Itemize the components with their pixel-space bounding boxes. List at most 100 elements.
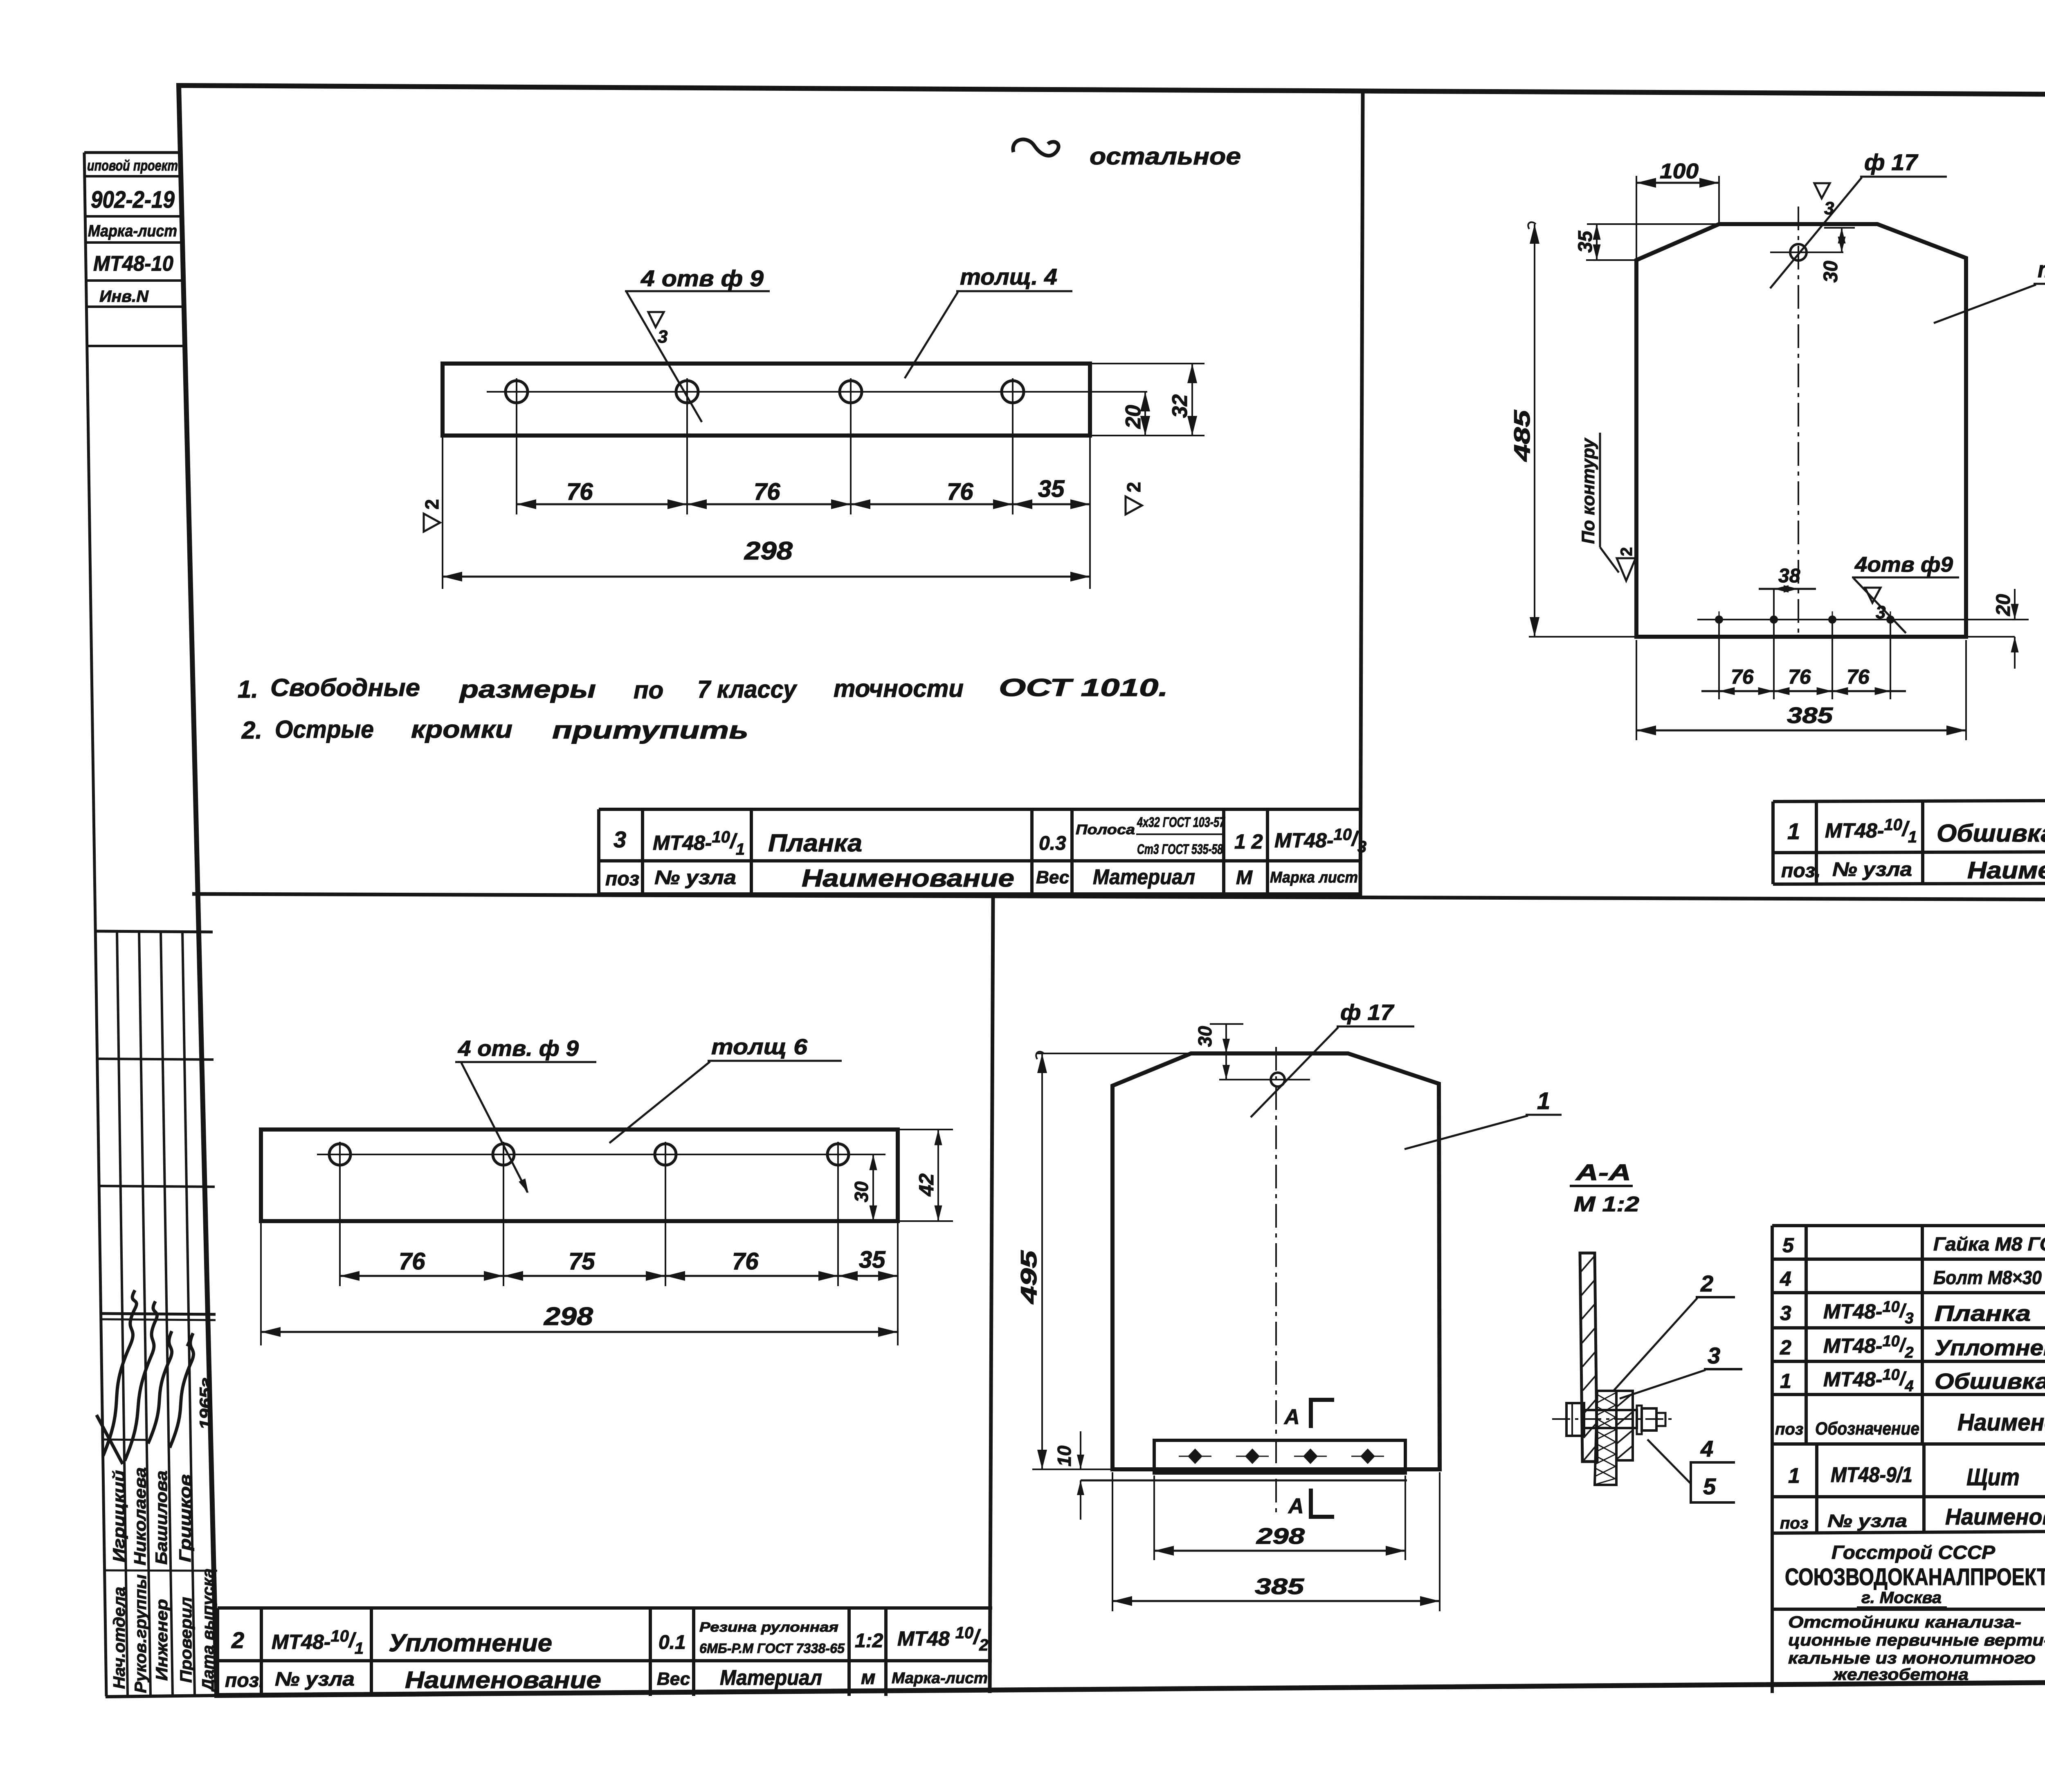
svg-text:76: 76	[566, 478, 593, 505]
svg-text:Уплотнение: Уплотнение	[1935, 1336, 2045, 1360]
svg-text:Планка: Планка	[1935, 1301, 2031, 1326]
svg-text:3: 3	[658, 327, 667, 347]
svg-text:Марка-лист: Марка-лист	[88, 222, 177, 240]
svg-text:МТ48-10/2: МТ48-10/2	[1823, 1333, 1914, 1361]
svg-text:М 1:2: М 1:2	[1574, 1192, 1639, 1216]
svg-text:Наименование: Наименование	[405, 1667, 601, 1693]
svg-text:ОСТ 1010.: ОСТ 1010.	[999, 674, 1168, 701]
svg-text:385: 385	[1255, 1574, 1305, 1599]
svg-text:СОЮЗВОДОКАНАЛПРОЕКТ: СОЮЗВОДОКАНАЛПРОЕКТ	[1785, 1564, 2045, 1590]
svg-text:Материал: Материал	[1093, 865, 1195, 889]
svg-text:Вес: Вес	[657, 1669, 690, 1689]
svg-text:Наименование: Наименование	[802, 865, 1014, 892]
svg-text:4х32 ГОСТ 103-57: 4х32 ГОСТ 103-57	[1137, 815, 1225, 830]
svg-text:Резина рулонная: Резина рулонная	[699, 1619, 838, 1635]
svg-text:Игрицкий: Игрицкий	[110, 1470, 128, 1562]
svg-text:2: 2	[1780, 1336, 1791, 1359]
svg-text:5: 5	[1782, 1234, 1794, 1257]
svg-text:1 2: 1 2	[1234, 830, 1263, 853]
svg-text:Гайка М8 ГОСТ 5915-62: Гайка М8 ГОСТ 5915-62	[1933, 1233, 2045, 1255]
svg-text:поз: поз	[605, 868, 639, 890]
svg-text:кальные из монолитного: кальные из монолитного	[1788, 1649, 2036, 1667]
svg-text:поз.: поз.	[1781, 860, 1820, 882]
svg-text:4 отв. ф 9: 4 отв. ф 9	[458, 1036, 579, 1061]
svg-text:Уплотнение: Уплотнение	[389, 1629, 552, 1657]
svg-text:Николаева: Николаева	[131, 1467, 149, 1565]
svg-text:По контуру: По контуру	[1578, 437, 1598, 544]
svg-text:поз: поз	[1780, 1514, 1808, 1532]
svg-text:Наименование: Наименование	[1957, 1409, 2045, 1436]
svg-text:2: 2	[231, 1627, 244, 1653]
svg-text:7 классу: 7 классу	[697, 676, 798, 703]
svg-text:по: по	[634, 676, 663, 704]
svg-text:Обшивка: Обшивка	[1937, 820, 2045, 847]
svg-text:А: А	[1288, 1494, 1304, 1518]
svg-text:2: 2	[1123, 482, 1144, 492]
svg-text:42: 42	[915, 1173, 938, 1197]
svg-text:35: 35	[1575, 230, 1596, 253]
svg-text:Инженер: Инженер	[153, 1599, 171, 1681]
svg-text:Обшивка: Обшивка	[1935, 1369, 2045, 1394]
svg-text:Наименование: Наименование	[1945, 1504, 2045, 1529]
svg-text:Планка: Планка	[768, 829, 862, 857]
svg-text:№ узла: № узла	[654, 867, 736, 889]
svg-text:4 отв ф 9: 4 отв ф 9	[640, 265, 764, 291]
svg-text:Острые: Острые	[275, 716, 374, 743]
svg-text:2: 2	[1618, 547, 1636, 556]
svg-text:1:2: 1:2	[855, 1630, 883, 1652]
svg-text:902-2-19: 902-2-19	[91, 186, 175, 213]
svg-text:1: 1	[1537, 1088, 1550, 1114]
svg-text:железобетона: железобетона	[1833, 1666, 1969, 1684]
svg-text:кромки: кромки	[411, 716, 512, 743]
svg-text:Болт М8×30 ГОСТ 7758-62: Болт М8×30 ГОСТ 7758-62	[1933, 1267, 2045, 1288]
svg-text:точности: точности	[834, 675, 964, 702]
svg-text:20: 20	[1993, 594, 2014, 616]
svg-text:76: 76	[947, 478, 973, 505]
svg-text:20: 20	[1121, 405, 1145, 429]
svg-text:М: М	[1236, 867, 1253, 889]
svg-text:толщ 6: толщ 6	[711, 1035, 808, 1059]
svg-text:№ узла: № узла	[1827, 1511, 1907, 1531]
svg-text:Наименование: Наименование	[1967, 857, 2045, 884]
svg-text:5: 5	[1703, 1473, 1716, 1499]
svg-text:притупить: притупить	[552, 716, 748, 744]
svg-text:76: 76	[1788, 665, 1811, 688]
svg-text:485: 485	[1509, 409, 1535, 462]
svg-text:А: А	[1283, 1405, 1300, 1429]
svg-text:3: 3	[614, 826, 626, 852]
svg-text:38: 38	[1778, 565, 1800, 587]
svg-text:76: 76	[754, 478, 780, 505]
svg-text:МТ48-9/1: МТ48-9/1	[1831, 1463, 1912, 1487]
svg-text:35: 35	[1038, 476, 1065, 502]
svg-text:Нач.отдела: Нач.отдела	[110, 1587, 128, 1689]
svg-text:Полоса: Полоса	[1076, 822, 1135, 838]
svg-text:1: 1	[1787, 818, 1800, 844]
svg-text:3: 3	[1780, 1302, 1791, 1325]
svg-text:298: 298	[744, 537, 793, 565]
svg-text:поз: поз	[1775, 1420, 1803, 1438]
svg-text:76: 76	[399, 1248, 425, 1275]
svg-text:Обозначение: Обозначение	[1815, 1419, 1919, 1439]
svg-text:м: м	[861, 1667, 876, 1689]
svg-text:495: 495	[1016, 1250, 1041, 1304]
svg-text:Гришков: Гришков	[176, 1474, 194, 1562]
svg-text:385: 385	[1787, 703, 1834, 728]
svg-text:Руков.группы: Руков.группы	[132, 1574, 150, 1693]
svg-text:1: 1	[1780, 1370, 1791, 1392]
svg-text:г. Москва: г. Москва	[1861, 1589, 1942, 1607]
svg-text:размеры: размеры	[458, 676, 596, 703]
svg-text:6МБ-Р.М ГОСТ 7338-65: 6МБ-Р.М ГОСТ 7338-65	[699, 1641, 845, 1656]
svg-text:Вес: Вес	[1036, 867, 1069, 887]
svg-text:30: 30	[851, 1181, 872, 1202]
svg-text:МТ48-10: МТ48-10	[93, 252, 173, 276]
svg-text:298: 298	[1256, 1523, 1305, 1549]
svg-text:№ узла: № узла	[275, 1668, 355, 1690]
svg-text:Дата выпуска: Дата выпуска	[199, 1568, 217, 1692]
svg-text:2.: 2.	[241, 716, 262, 744]
svg-text:Марка-лист: Марка-лист	[892, 1670, 988, 1687]
svg-text:3: 3	[1824, 198, 1834, 218]
svg-text:1965г.: 1965г.	[197, 1372, 215, 1430]
svg-text:0.3: 0.3	[1039, 833, 1066, 854]
svg-text:остальное: остальное	[1090, 143, 1241, 170]
svg-text:2: 2	[1700, 1271, 1713, 1296]
